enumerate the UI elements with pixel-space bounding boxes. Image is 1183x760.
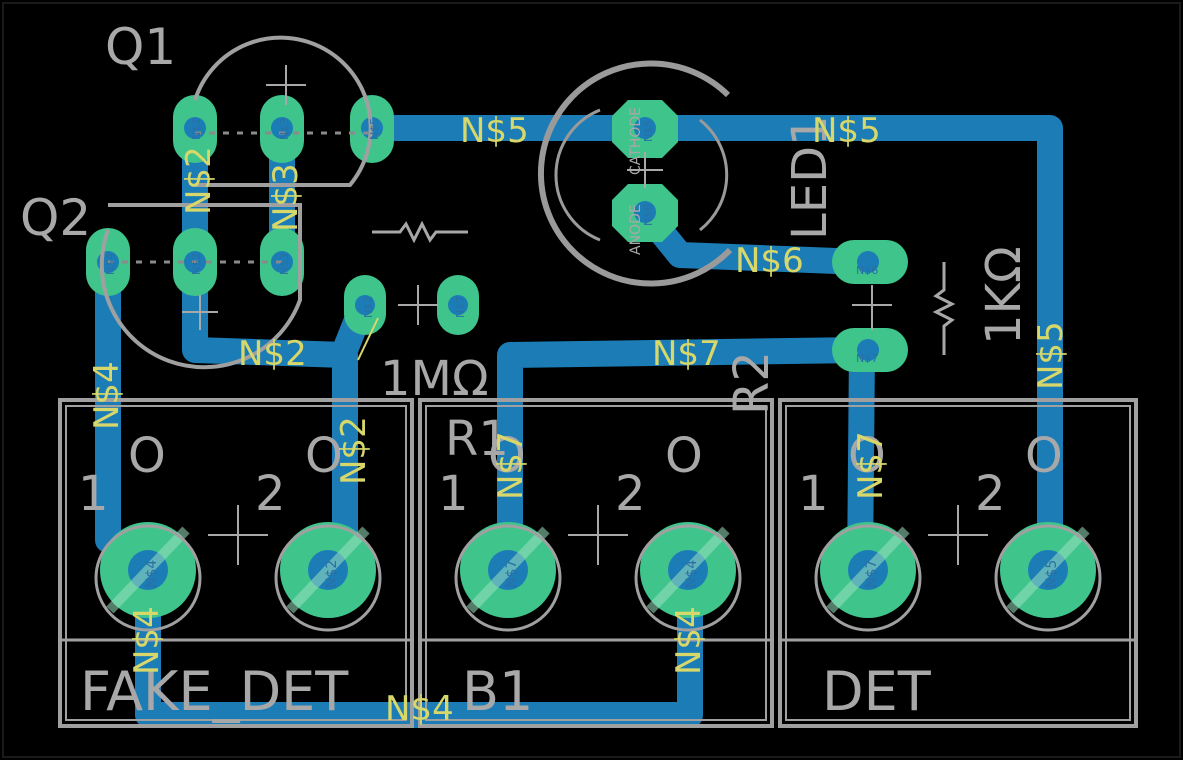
r1-value-label: 1MΩ — [380, 351, 489, 407]
net-label-n4-b1: N$4 — [669, 606, 709, 675]
pad-text-q2-3: N$3 — [278, 253, 291, 275]
q1-outline — [193, 35, 373, 187]
pad-text-q2-2: N$2 — [190, 253, 203, 275]
r2-value-label: 1KΩ — [976, 246, 1032, 345]
pad-text-led-c: N$6 — [642, 204, 655, 226]
b1-ring-2: O — [665, 428, 703, 484]
q2-label: Q2 — [20, 189, 91, 247]
led1-label: LED1 — [782, 115, 838, 240]
det-label: DET — [822, 660, 932, 723]
r1-pad-1[interactable] — [437, 275, 479, 335]
b1-pin-2: 2 — [615, 466, 646, 522]
fake-det-label: FAKE_DET — [80, 660, 349, 723]
pad-text-led-a: N$5 — [642, 120, 655, 142]
label-layer: Q1 Q2 1MΩ R1 R2 1KΩ LED1 ANODE CATHODE F… — [20, 18, 1071, 729]
pad-text-q1-3: N$5 — [368, 118, 381, 140]
pad-text-b1-2: N$4 — [684, 560, 700, 588]
r2-pad-1[interactable] — [832, 328, 908, 372]
net-label-n4-fake-det: N$4 — [127, 606, 167, 675]
silkscreen-layer — [58, 35, 1138, 728]
led1-outer-ring — [537, 60, 733, 287]
net-label-n2-vertical: N$2 — [179, 146, 219, 215]
fake-det-ring-2: O — [305, 428, 343, 484]
fake-det-pin-2: 2 — [255, 466, 286, 522]
trace-layer — [95, 115, 1063, 728]
net-label-n5-vertical: N$5 — [1031, 321, 1071, 390]
pad-text-r1-2: N$2 — [362, 296, 375, 318]
net-label-n4-bottom: N$4 — [385, 689, 454, 729]
r1-pad-2[interactable] — [344, 275, 386, 335]
b1-ring-1: O — [488, 428, 526, 484]
net-label-n3-vertical: N$3 — [266, 163, 306, 232]
q2-outline — [99, 203, 302, 370]
net-label-n6: N$6 — [735, 241, 804, 281]
net-label-n5-right: N$5 — [812, 111, 881, 151]
led1-inner-ring — [554, 108, 729, 242]
pad-text-q2-1: N$4 — [104, 253, 117, 275]
net-label-n5-top: N$5 — [460, 111, 529, 151]
pad-text-q1-2: N$3 — [278, 118, 291, 140]
trace-n5 — [365, 115, 1063, 583]
net-label-n7-b1: N$7 — [491, 431, 531, 500]
net-label-n7-det: N$7 — [851, 431, 891, 500]
r1-label: R1 — [445, 411, 509, 467]
led1-anode-label: ANODE — [628, 204, 644, 255]
pad-text-r2-1: N$7 — [856, 352, 878, 365]
det-pin-2: 2 — [975, 466, 1006, 522]
trace-n4 — [95, 249, 703, 728]
pad-text-det-1: N$7 — [864, 560, 880, 588]
led1-pad-cathode[interactable] — [612, 184, 678, 242]
net-label-n2-terminal: N$2 — [334, 416, 374, 485]
det-pin-1: 1 — [798, 466, 829, 522]
det-block — [778, 398, 1138, 728]
fake-det-block — [58, 398, 414, 728]
led1-cathode-label: CATHODE — [628, 107, 644, 175]
net-label-n2: N$2 — [238, 334, 307, 374]
pad-text-det-2: N$5 — [1044, 560, 1060, 588]
pad-text-r1-1: N$7 — [454, 296, 467, 318]
q1-pad-2[interactable] — [260, 95, 304, 163]
net-label-n7: N$7 — [652, 334, 721, 374]
r2-symbol — [932, 262, 956, 355]
r2-label: R2 — [724, 351, 780, 415]
pad-text-b1-1: N$7 — [504, 560, 520, 588]
led1-pad-anode[interactable] — [612, 100, 678, 158]
r1-symbol — [372, 220, 468, 244]
det-ring-2: O — [1025, 428, 1063, 484]
pad-text-q1-1: N$2 — [190, 118, 203, 140]
net-label-n4-vertical: N$4 — [87, 361, 127, 430]
b1-block — [418, 398, 774, 728]
q1-label: Q1 — [105, 18, 176, 76]
fake-det-ring-1: O — [128, 428, 166, 484]
det-ring-1: O — [848, 428, 886, 484]
pad-text-fd1: N$4 — [144, 560, 160, 588]
fake-det-pin-1: 1 — [78, 466, 109, 522]
pad-slash-marks — [106, 526, 1090, 614]
pad-text-fd2: N$2 — [324, 560, 340, 588]
pad-text-r2-2: N$6 — [856, 264, 878, 277]
b1-label: B1 — [462, 660, 533, 723]
b1-pin-1: 1 — [438, 466, 469, 522]
r2-pad-2[interactable] — [832, 240, 908, 284]
